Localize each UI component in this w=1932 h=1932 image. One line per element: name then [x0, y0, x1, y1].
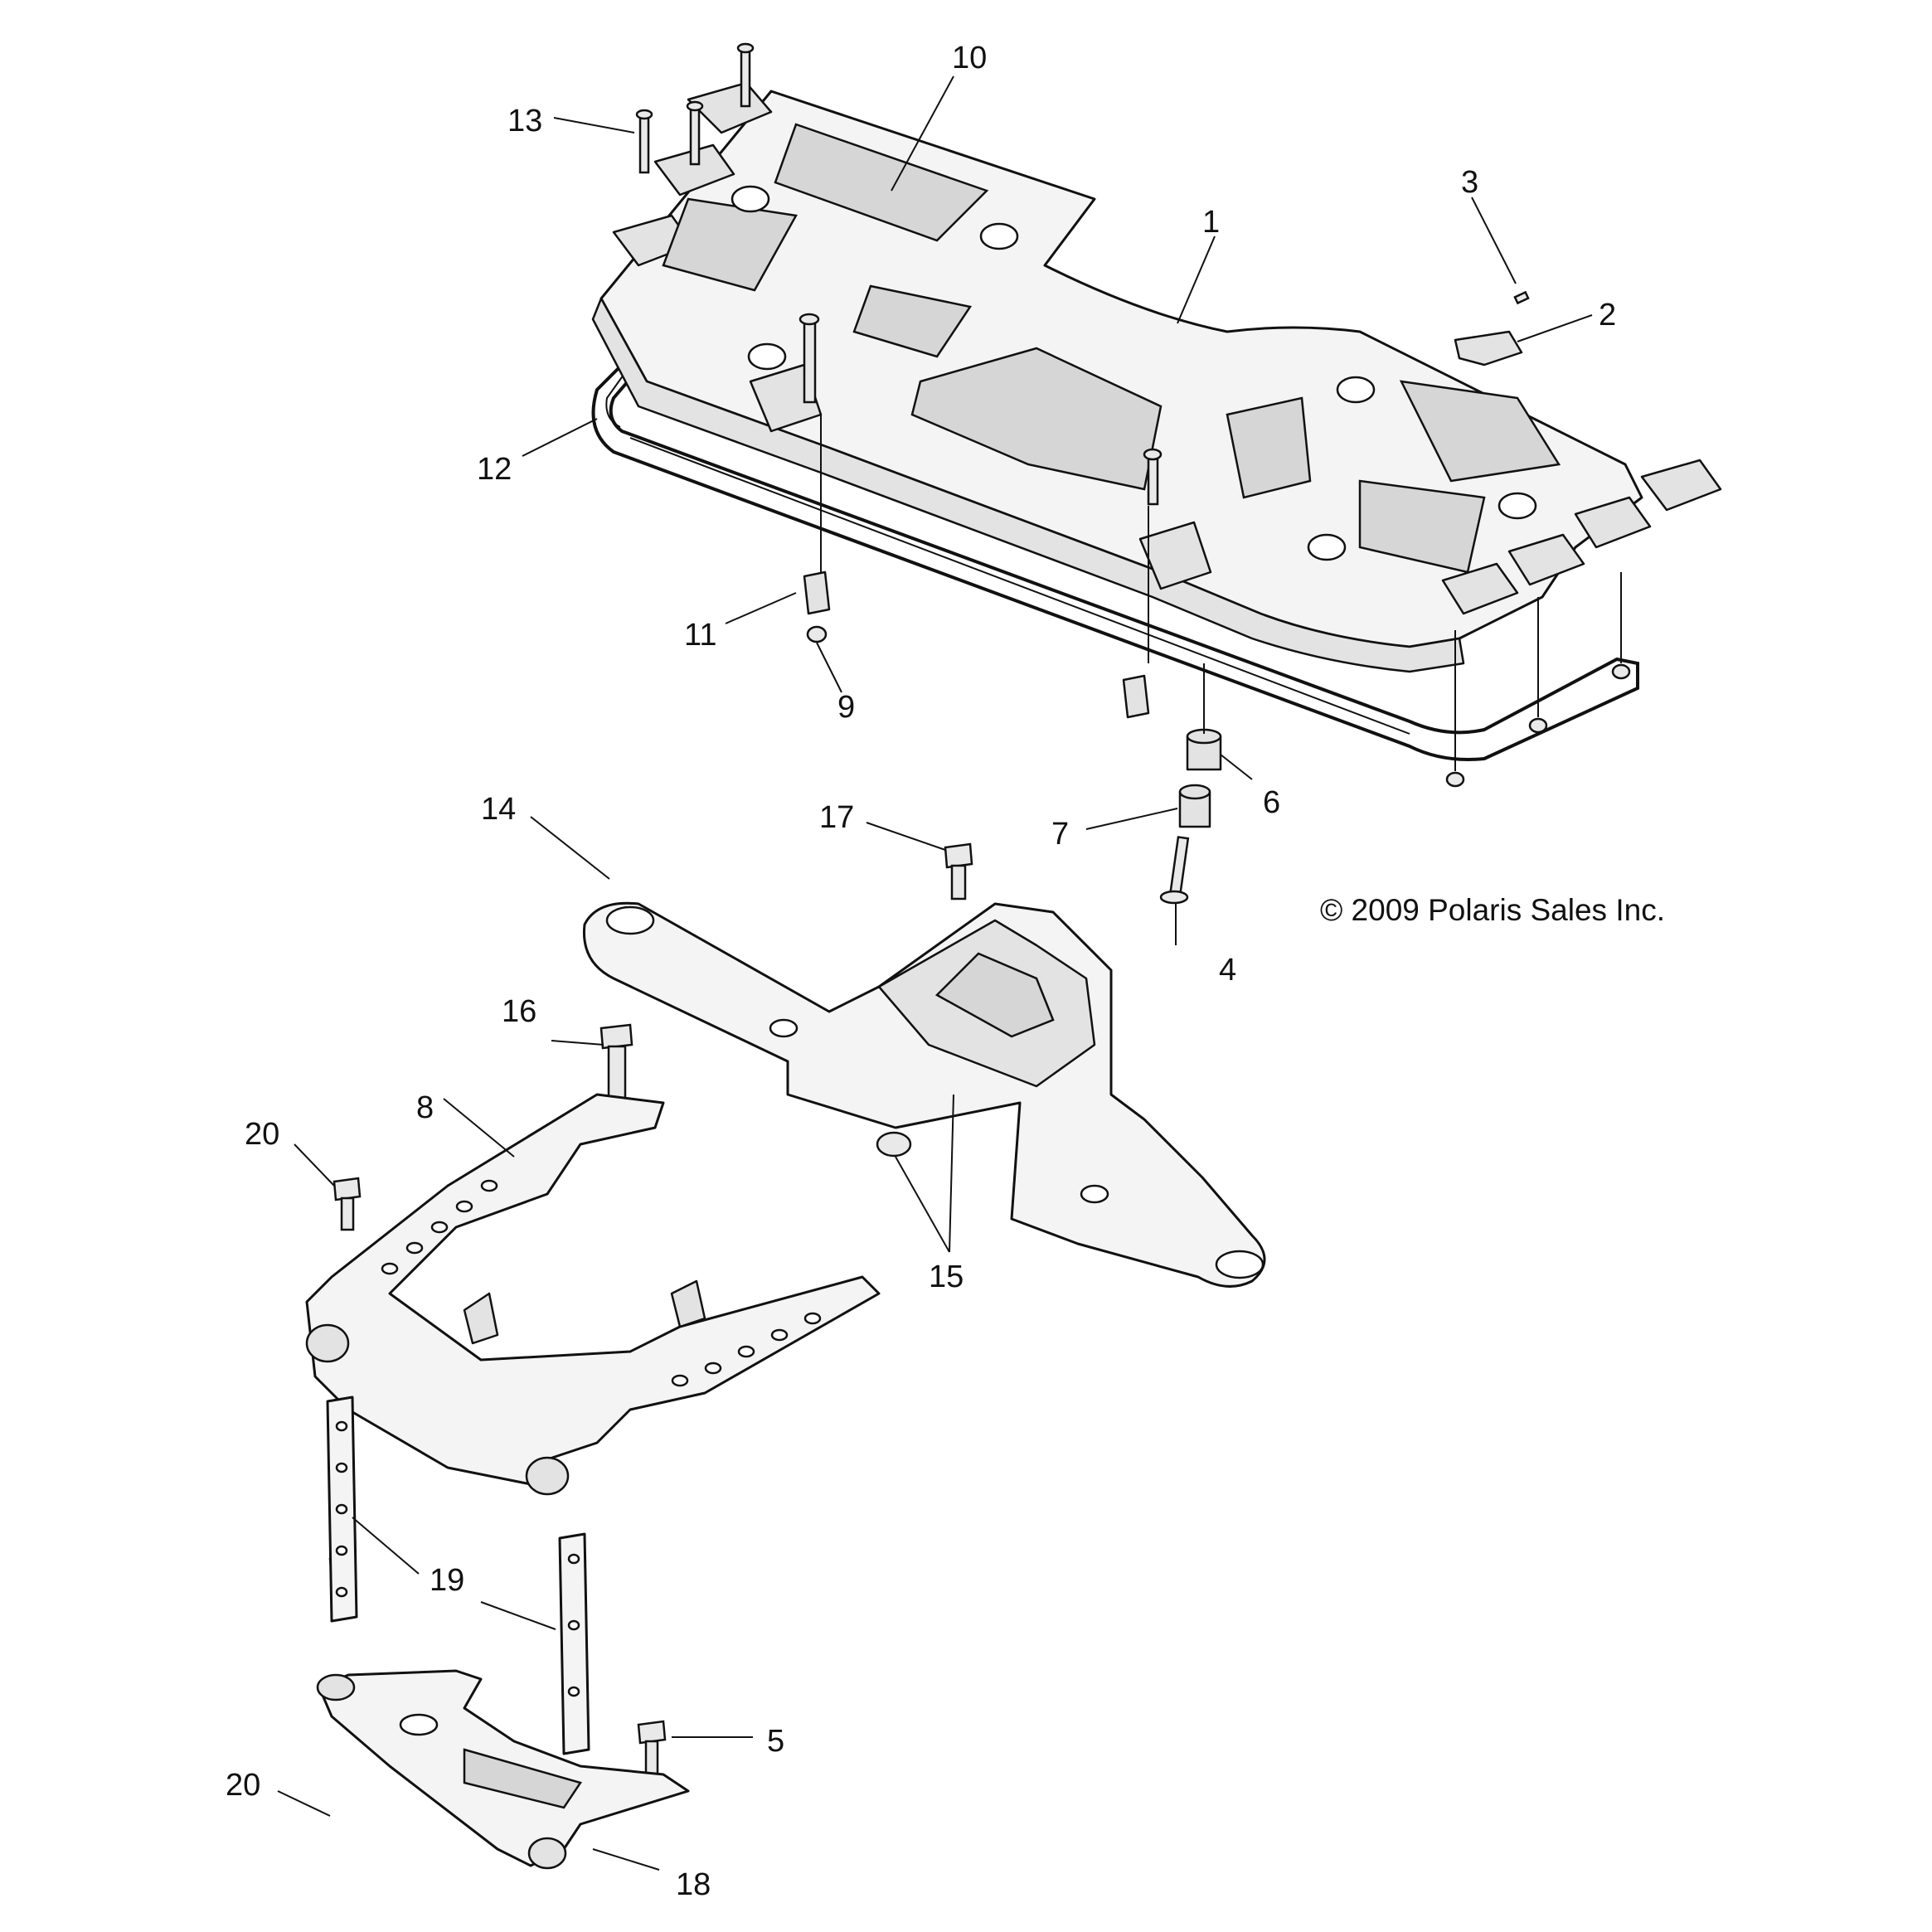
callout-11: 11 [684, 618, 716, 653]
callout-3: 3 [1461, 165, 1478, 200]
latch-2 [1454, 330, 1523, 366]
callout-10: 10 [952, 41, 987, 75]
long-screw-10 [799, 313, 1163, 663]
callout-5: 5 [767, 1724, 784, 1759]
callout-15: 15 [929, 1260, 964, 1294]
callout-20a: 20 [245, 1117, 279, 1152]
callout-20b: 20 [226, 1768, 260, 1803]
rack-frame-tube [591, 353, 1639, 761]
callout-1: 1 [1202, 205, 1220, 240]
callout-18: 18 [676, 1867, 711, 1902]
frame-nuts [1445, 572, 1631, 788]
bolt-17 [944, 842, 973, 900]
callout-labels: 1 2 3 4 5 6 7 8 9 10 11 12 13 14 15 16 1… [226, 41, 1616, 1902]
callout-13: 13 [507, 104, 542, 138]
pin-3 [1513, 290, 1530, 305]
rear-rack [591, 81, 1722, 673]
callout-7: 7 [1051, 817, 1069, 852]
leader-lines [277, 75, 1593, 1871]
bushing-6 [1186, 728, 1222, 771]
bar-19 [326, 1396, 590, 1755]
nut-9 [806, 625, 828, 643]
clip-11 [803, 570, 1150, 719]
bolt-16 [600, 1023, 633, 1102]
callout-4: 4 [1219, 953, 1236, 988]
spacer-7 [1178, 784, 1211, 828]
callout-12: 12 [477, 452, 512, 487]
callout-19: 19 [430, 1563, 464, 1598]
subframe-8 [305, 1093, 881, 1496]
callout-9: 9 [837, 690, 855, 725]
callout-2: 2 [1599, 298, 1616, 333]
callout-14: 14 [481, 792, 516, 827]
screw-13 [635, 42, 755, 174]
callout-16: 16 [502, 994, 536, 1029]
mounting-bracket-14 [582, 901, 1266, 1288]
crossmember-18 [316, 1669, 690, 1870]
bolt-4 [1159, 836, 1190, 905]
copyright-notice: © 2009 Polaris Sales Inc. [1320, 893, 1665, 927]
callout-6: 6 [1263, 785, 1280, 820]
screw-5 [637, 1720, 667, 1780]
callout-8: 8 [416, 1090, 434, 1125]
callout-17: 17 [819, 800, 854, 835]
